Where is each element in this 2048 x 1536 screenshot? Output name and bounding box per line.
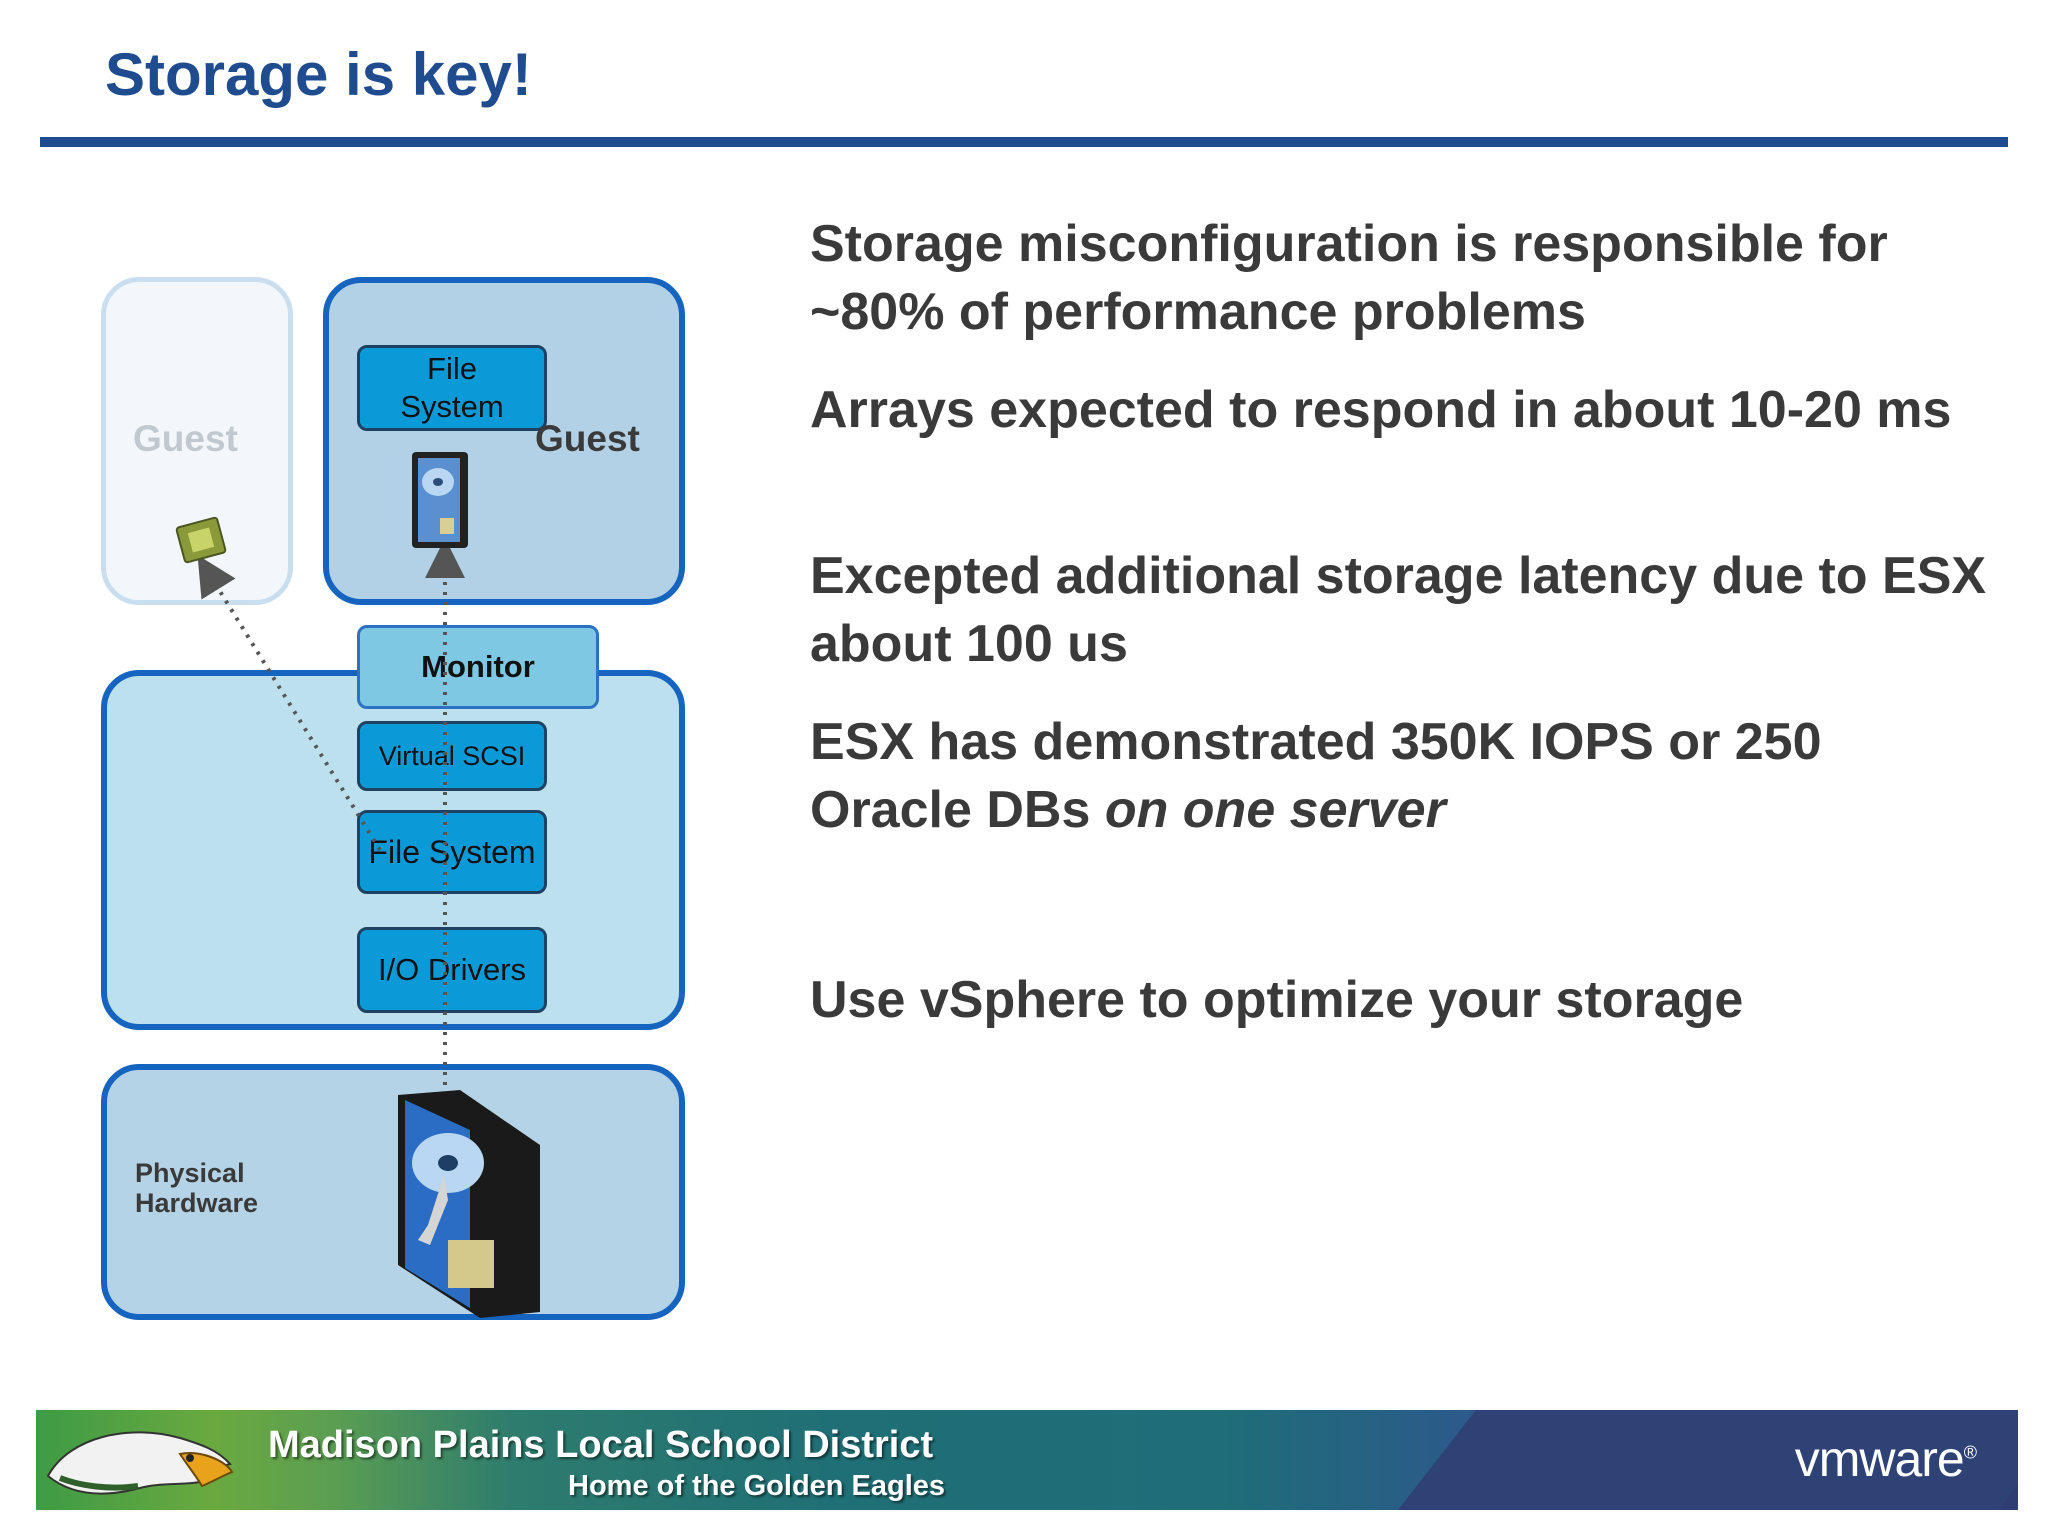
guest-label: Guest [535, 418, 640, 459]
bullet-text: ESX has demonstrated 350K IOPS or 250 Or… [810, 713, 1822, 839]
monitor-box-right: Monitor [357, 625, 599, 709]
district-tagline: Home of the Golden Eagles [568, 1470, 946, 1502]
vmware-registered-mark: ® [1963, 1442, 1977, 1463]
physical-line1: Physical [135, 1158, 245, 1188]
file-system-label: File System [368, 833, 536, 870]
physical-hardware-layer [101, 1064, 685, 1320]
guest-file-system-box: File System [357, 345, 547, 431]
bullet-text: Storage misconfiguration is responsible … [810, 215, 1888, 341]
district-name: Madison Plains Local School District [268, 1424, 934, 1466]
physical-disk-icon [398, 1090, 540, 1318]
title-rule [40, 137, 2008, 147]
bullet-text: Arrays expected to respond in about 10-2… [810, 381, 1952, 439]
io-drivers-box: I/O Drivers [357, 927, 547, 1013]
guest-file-system-line2: System [400, 389, 504, 424]
monitor-right-label: Monitor [421, 649, 535, 684]
virtual-scsi-box: Virtual SCSI [357, 721, 547, 791]
guest-inactive-label: Guest [133, 418, 238, 459]
bullet-item: Arrays expected to respond in about 10-2… [810, 376, 1990, 444]
physical-hardware-label: Physical Hardware [135, 1158, 258, 1218]
footer-banner: Madison Plains Local School District Hom… [36, 1410, 2018, 1510]
bullet-emphasis: on one server [1104, 781, 1446, 839]
vmware-logo: vmware® [1794, 1430, 1977, 1488]
file-system-box: File System [357, 810, 547, 894]
guest-vm [323, 277, 685, 605]
io-path-diagonal [197, 554, 382, 852]
guest-file-system-line1: File [427, 351, 477, 386]
guest-disk-icon [412, 452, 468, 548]
io-drivers-label: I/O Drivers [377, 952, 527, 987]
bullet-item: Storage misconfiguration is responsible … [810, 210, 1990, 346]
bullet-item: Excepted additional storage latency due … [810, 542, 1990, 678]
bullet-text: Use vSphere to optimize your storage [810, 971, 1744, 1029]
bullet-text: Excepted additional storage latency due … [810, 547, 1987, 673]
eagle-logo-icon [46, 1431, 234, 1495]
bullet-item: ESX has demonstrated 350K IOPS or 250 Or… [810, 708, 1990, 844]
cpu-chip-icon [175, 516, 227, 564]
slide-title: Storage is key! [105, 41, 532, 108]
physical-line2: Hardware [135, 1188, 259, 1218]
vmware-logo-text: vmware [1794, 1431, 1965, 1487]
virtual-scsi-label: Virtual SCSI [378, 740, 526, 771]
bullet-item: Use vSphere to optimize your storage [810, 966, 1990, 1034]
